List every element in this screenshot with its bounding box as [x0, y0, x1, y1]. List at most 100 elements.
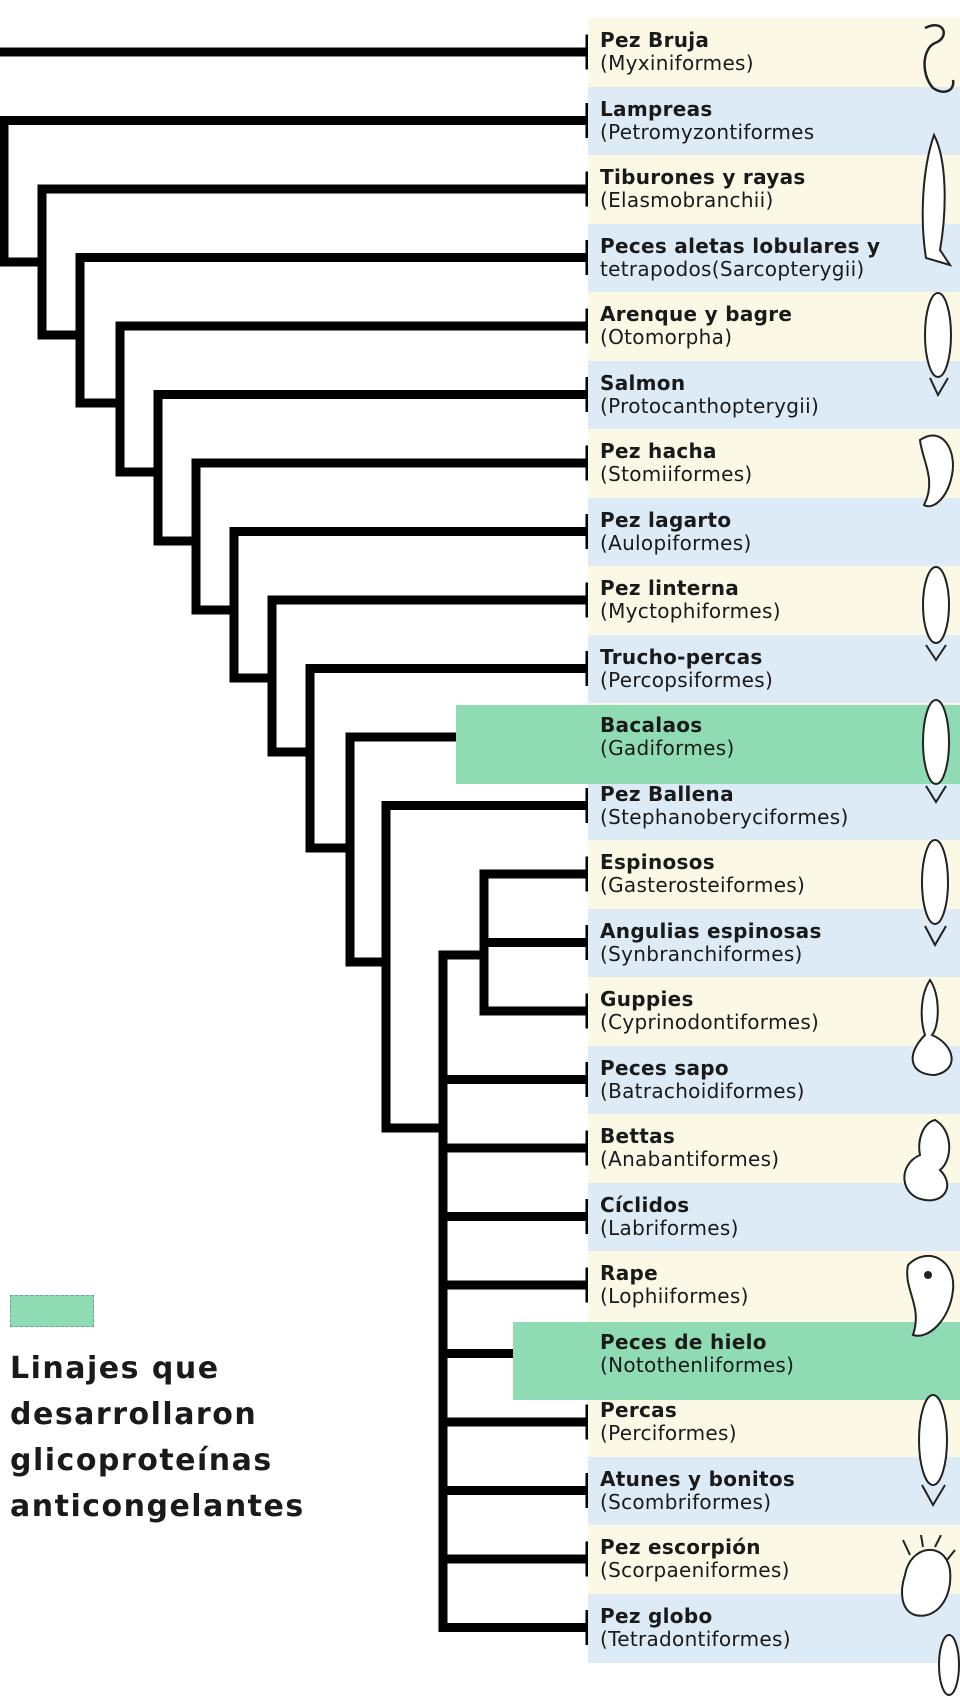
taxon-label: Peces sapo(Batrachoidiformes)	[600, 1057, 960, 1103]
taxon-common-name: Percas	[600, 1399, 678, 1422]
taxon-common-name: Pez globo	[600, 1604, 713, 1628]
lanternfish-icon	[922, 566, 950, 662]
taxon-label: Bettas(Anabantiformes)	[600, 1125, 960, 1171]
shark-icon	[921, 132, 953, 267]
taxon-scientific-name: (Otomorpha)	[600, 325, 733, 349]
taxon-common-name: Trucho-percas	[600, 645, 763, 669]
taxon-label: Angulias espinosas(Synbranchiformes)	[600, 920, 960, 966]
taxon-scientific-name: (Tetradontiformes)	[600, 1626, 791, 1651]
taxon-label: Percas(Perciformes)	[600, 1399, 960, 1445]
taxon-scientific-name: (Batrachoidiformes)	[600, 1078, 805, 1103]
taxon-scientific-name: (Myxiniformes)	[600, 51, 754, 75]
taxon-band	[588, 497, 960, 567]
taxon-scientific-name: (Aulopiformes)	[600, 530, 752, 555]
taxon-common-name: Espinosos	[600, 851, 715, 874]
taxon-band	[588, 86, 960, 156]
taxon-common-name: Angulias espinosas	[600, 919, 822, 943]
taxon-common-name: Peces de hielo	[600, 1330, 767, 1354]
taxon-band	[588, 292, 960, 361]
perch-icon	[918, 1394, 948, 1508]
taxon-label: Pez linterna(Myctophiformes)	[600, 577, 960, 623]
taxon-scientific-name: (Petromyzontiformes	[600, 119, 815, 144]
taxon-common-name: Pez Bruja	[600, 29, 710, 52]
taxon-label: Rape(Lophiiformes)	[600, 1262, 960, 1308]
taxon-band	[588, 1525, 960, 1594]
taxon-common-name: Arenque y bagre	[600, 303, 793, 326]
herring-icon	[924, 292, 952, 398]
taxon-label: Tiburones y rayas(Elasmobranchii)	[600, 166, 960, 212]
taxon-common-name: Pez escorpión	[600, 1536, 761, 1559]
taxon-label: Espinosos(Gasterosteiformes)	[600, 851, 960, 897]
stickleback-icon	[921, 839, 949, 948]
taxon-label: Bacalaos(Gadiformes)	[600, 714, 960, 760]
taxon-scientific-name: (Elasmobranchii)	[600, 188, 774, 212]
taxon-scientific-name: (Myctophiformes)	[600, 599, 781, 623]
taxon-scientific-name: (Stephanoberyciformes)	[600, 804, 849, 829]
taxon-common-name: Bettas	[600, 1125, 676, 1148]
taxon-common-name: Pez lagarto	[600, 508, 732, 532]
taxon-common-name: Lampreas	[600, 97, 713, 121]
taxon-label: Lampreas(Petromyzontiformes	[600, 98, 960, 144]
taxon-scientific-name: (Anabantiformes)	[600, 1147, 780, 1171]
taxon-scientific-name: (Labriformes)	[600, 1215, 739, 1240]
taxon-band	[588, 977, 960, 1046]
taxon-band	[588, 566, 960, 635]
taxon-band	[588, 155, 960, 224]
taxon-scientific-name: (Scorpaeniformes)	[600, 1558, 790, 1582]
taxon-common-name: Pez linterna	[600, 577, 740, 600]
taxon-band	[588, 840, 960, 909]
taxon-scientific-name: (Synbranchiformes)	[600, 941, 803, 966]
taxon-label: Pez escorpión(Scorpaeniformes)	[600, 1536, 960, 1582]
taxon-common-name: Tiburones y rayas	[600, 166, 806, 189]
taxon-label: Arenque y bagre(Otomorpha)	[600, 303, 960, 349]
taxon-scientific-name: (Notothenliformes)	[600, 1352, 795, 1377]
taxon-scientific-name: (Scombriformes)	[600, 1489, 772, 1514]
taxon-scientific-name: (Gasterosteiformes)	[600, 873, 806, 897]
taxon-band	[588, 429, 960, 498]
taxon-band	[588, 18, 960, 87]
hagfish-icon	[923, 24, 955, 93]
taxon-band	[588, 1114, 960, 1183]
pufferfish-icon	[938, 1634, 960, 1696]
taxon-label: Cíclidos(Labriformes)	[600, 1194, 960, 1240]
taxon-common-name: Rape	[600, 1262, 658, 1285]
taxon-scientific-name: (Percopsiformes)	[600, 667, 774, 692]
taxon-common-name: Peces aletas lobulares y	[600, 234, 881, 258]
antifreeze-highlight	[513, 1321, 960, 1400]
betta-icon	[903, 1118, 951, 1202]
taxon-common-name: Atunes y bonitos	[600, 1467, 796, 1491]
taxon-common-name: Guppies	[600, 988, 694, 1011]
taxon-label: Atunes y bonitos(Scombriformes)	[600, 1468, 960, 1514]
taxon-label: Pez hacha(Stomiiformes)	[600, 440, 960, 486]
taxon-band	[588, 1182, 960, 1252]
taxon-band	[588, 360, 960, 430]
taxon-scientific-name: (Lophiiformes)	[600, 1284, 749, 1308]
taxon-scientific-name: tetrapodos(Sarcopterygii)	[600, 256, 865, 281]
taxon-scientific-name: (Cyprinodontiformes)	[600, 1010, 820, 1034]
taxon-common-name: Pez Ballena	[600, 782, 734, 806]
taxon-band	[588, 223, 960, 293]
taxon-label: Salmon(Protocanthopterygii)	[600, 372, 960, 418]
taxon-common-name: Bacalaos	[600, 714, 703, 737]
guppy-icon	[911, 978, 953, 1077]
taxon-band	[588, 1251, 960, 1320]
antifreeze-highlight	[456, 705, 960, 784]
taxon-band	[588, 634, 960, 704]
taxon-label: Pez lagarto(Aulopiformes)	[600, 509, 960, 555]
cod-icon	[922, 699, 950, 804]
taxon-band	[588, 1456, 960, 1526]
taxon-band	[588, 1045, 960, 1115]
taxon-label: Pez globo(Tetradontiformes)	[600, 1605, 960, 1651]
taxon-band	[588, 908, 960, 978]
hatchetfish-icon	[918, 434, 954, 508]
taxon-label: Pez Ballena(Stephanoberyciformes)	[600, 783, 960, 829]
scorpionfish-icon	[901, 1535, 956, 1617]
taxon-scientific-name: (Perciformes)	[600, 1421, 737, 1445]
taxon-common-name: Pez hacha	[600, 440, 717, 463]
taxon-band	[588, 1593, 960, 1663]
legend-swatch	[10, 1295, 94, 1327]
taxon-label: Guppies(Cyprinodontiformes)	[600, 988, 960, 1034]
taxon-common-name: Peces sapo	[600, 1056, 729, 1080]
